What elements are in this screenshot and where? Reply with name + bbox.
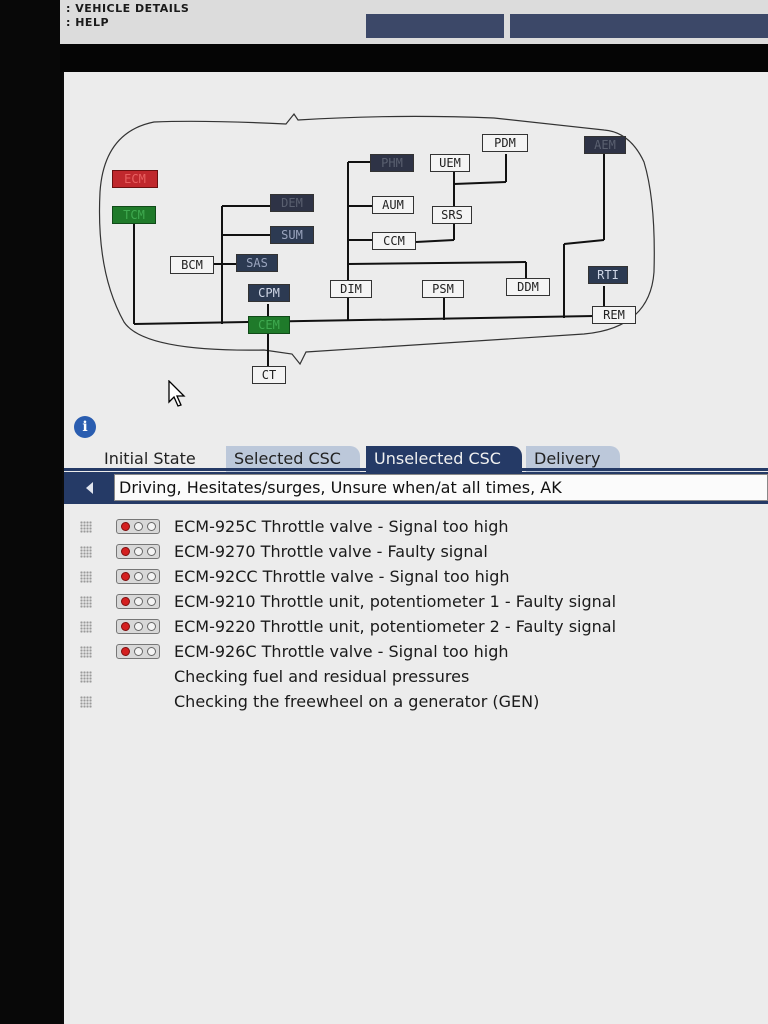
node-phm[interactable]: PHM [370, 154, 414, 172]
dtc-text: ECM-9220 Throttle unit, potentiometer 2 … [174, 617, 617, 636]
list-item[interactable]: ECM-92CC Throttle valve - Signal too hig… [64, 564, 768, 589]
drag-handle-icon[interactable] [80, 521, 92, 533]
list-item[interactable]: ECM-9210 Throttle unit, potentiometer 1 … [64, 589, 768, 614]
traffic-light-icon [116, 644, 160, 659]
network-outline [98, 112, 655, 366]
traffic-light-icon [116, 569, 160, 584]
tab-bar: Initial State Selected CSC Unselected CS… [64, 444, 768, 472]
node-aem[interactable]: AEM [584, 136, 626, 154]
list-item[interactable]: Checking fuel and residual pressures [64, 664, 768, 689]
node-ddm[interactable]: DDM [506, 278, 550, 296]
tab-unselected-csc[interactable]: Unselected CSC [366, 446, 522, 472]
node-sum[interactable]: SUM [270, 226, 314, 244]
node-tcm[interactable]: TCM [112, 206, 156, 224]
symptom-field[interactable]: Driving, Hesitates/surges, Unsure when/a… [114, 474, 768, 501]
top-tab-2[interactable] [510, 14, 768, 38]
node-aum[interactable]: AUM [372, 196, 414, 214]
node-cpm[interactable]: CPM [248, 284, 290, 302]
dtc-text: ECM-9210 Throttle unit, potentiometer 1 … [174, 592, 617, 611]
list-item[interactable]: ECM-926C Throttle valve - Signal too hig… [64, 639, 768, 664]
drag-handle-icon[interactable] [80, 621, 92, 633]
check-text: Checking fuel and residual pressures [174, 667, 470, 686]
list-item[interactable]: ECM-925C Throttle valve - Signal too hig… [64, 514, 768, 539]
node-dem[interactable]: DEM [270, 194, 314, 212]
dtc-text: ECM-9270 Throttle valve - Faulty signal [174, 542, 488, 561]
node-pdm[interactable]: PDM [482, 134, 528, 152]
info-icon[interactable]: i [74, 416, 96, 438]
traffic-light-icon [116, 594, 160, 609]
node-sas[interactable]: SAS [236, 254, 278, 272]
network-diagram-lines [98, 112, 655, 368]
node-cem[interactable]: CEM [248, 316, 290, 334]
node-uem[interactable]: UEM [430, 154, 470, 172]
main-panel: ECM TCM DEM SUM BCM SAS CPM CEM CT PHM U… [64, 72, 768, 1024]
traffic-light-icon [116, 619, 160, 634]
top-tab-1[interactable] [366, 14, 504, 38]
drag-handle-icon[interactable] [80, 571, 92, 583]
drag-handle-icon[interactable] [80, 646, 92, 658]
mouse-cursor-icon [168, 380, 186, 407]
menu-vehicle-details[interactable]: : VEHICLE DETAILS [66, 2, 190, 15]
traffic-light-icon [116, 519, 160, 534]
tab-delivery[interactable]: Delivery [526, 446, 620, 472]
screen-bezel [0, 0, 62, 1024]
node-bcm[interactable]: BCM [170, 256, 214, 274]
tab-underline [64, 468, 768, 471]
dtc-text: ECM-925C Throttle valve - Signal too hig… [174, 517, 509, 536]
dtc-text: ECM-926C Throttle valve - Signal too hig… [174, 642, 509, 661]
node-dim[interactable]: DIM [330, 280, 372, 298]
drag-handle-icon[interactable] [80, 546, 92, 558]
node-rem[interactable]: REM [592, 306, 636, 324]
drag-handle-icon[interactable] [80, 596, 92, 608]
menu-help[interactable]: : HELP [66, 16, 110, 29]
drag-handle-icon[interactable] [80, 696, 92, 708]
node-psm[interactable]: PSM [422, 280, 464, 298]
dtc-text: ECM-92CC Throttle valve - Signal too hig… [174, 567, 510, 586]
dtc-list: ECM-925C Throttle valve - Signal too hig… [64, 514, 768, 714]
node-ct[interactable]: CT [252, 366, 286, 384]
check-text: Checking the freewheel on a generator (G… [174, 692, 540, 711]
collapse-arrow-icon[interactable] [86, 482, 93, 494]
tab-selected-csc[interactable]: Selected CSC [226, 446, 360, 472]
list-item[interactable]: Checking the freewheel on a generator (G… [64, 689, 768, 714]
tab-initial-state[interactable]: Initial State [104, 449, 196, 468]
drag-handle-icon[interactable] [80, 671, 92, 683]
list-item[interactable]: ECM-9270 Throttle valve - Faulty signal [64, 539, 768, 564]
node-ccm[interactable]: CCM [372, 232, 416, 250]
node-ecm[interactable]: ECM [112, 170, 158, 188]
header-band [60, 44, 768, 72]
traffic-light-icon [116, 544, 160, 559]
node-rti[interactable]: RTI [588, 266, 628, 284]
list-item[interactable]: ECM-9220 Throttle unit, potentiometer 2 … [64, 614, 768, 639]
node-srs[interactable]: SRS [432, 206, 472, 224]
